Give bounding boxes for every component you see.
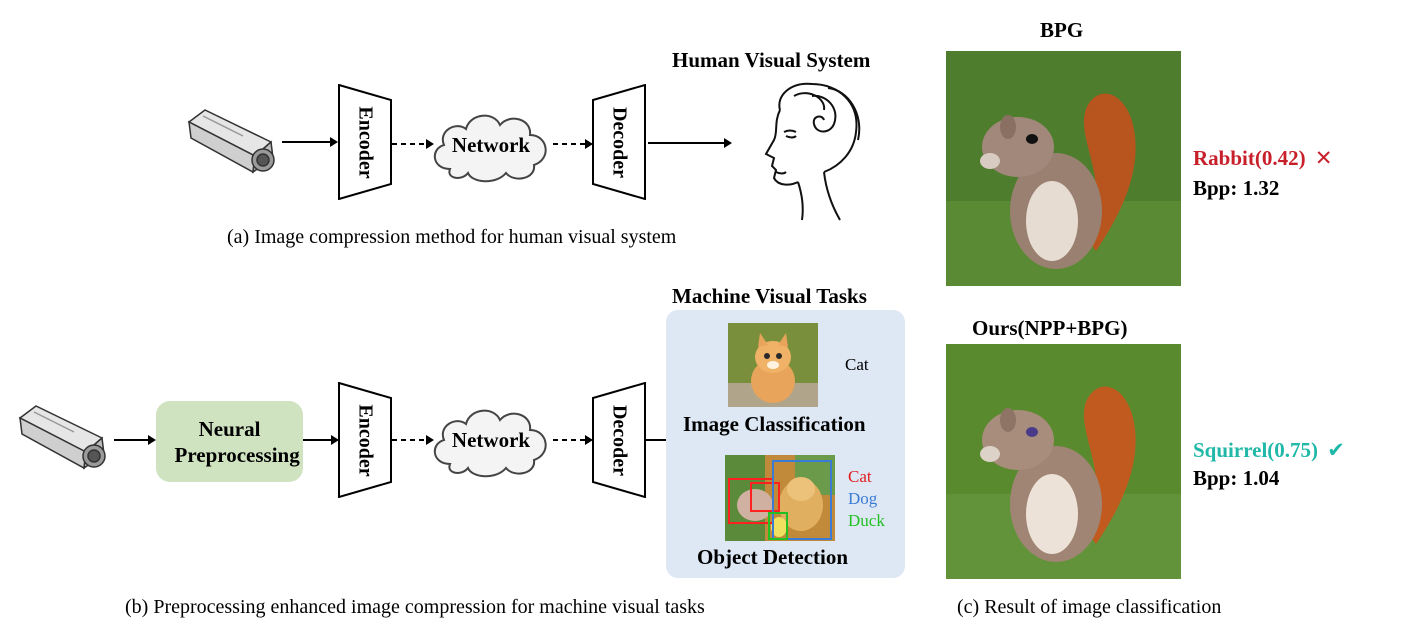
decoder-block: Decoder: [592, 382, 646, 498]
dashed-arrow: [553, 435, 593, 445]
neural-preprocessing-block: Neural Preprocessing: [156, 401, 303, 482]
network-label: Network: [451, 428, 531, 452]
arrow-connector: [303, 435, 339, 445]
encoder-label: Encoder: [354, 404, 377, 477]
image-classification-title: Image Classification: [683, 412, 866, 436]
ours-pred-text: Squirrel(0.75): [1193, 438, 1319, 462]
caption-b: (b) Preprocessing enhanced image compres…: [125, 596, 705, 618]
check-icon: ✔: [1327, 438, 1345, 462]
ours-prediction: Squirrel(0.75) ✔: [1193, 438, 1345, 463]
dashed-arrow: [392, 139, 434, 149]
caption-a: (a) Image compression method for human v…: [227, 226, 677, 248]
ours-bpp: Bpp: 1.04: [1193, 466, 1280, 490]
cat-image: [728, 323, 818, 407]
encoder-block: Encoder: [338, 382, 392, 498]
bpg-title: BPG: [1040, 18, 1084, 42]
bpg-prediction: Rabbit(0.42) ✕: [1193, 146, 1332, 171]
decoder-label: Decoder: [608, 404, 631, 477]
ours-title: Ours(NPP+BPG): [972, 316, 1128, 340]
detection-label-duck: Duck: [848, 511, 885, 530]
cloud-icon: [434, 409, 547, 478]
squirrel-image-ours: [946, 344, 1181, 579]
decoder-label: Decoder: [608, 106, 631, 179]
object-detection-title: Object Detection: [697, 545, 849, 569]
npp-label: Neural Preprocessing: [174, 416, 300, 467]
arrow-connector: [282, 137, 338, 147]
encoder-block: Encoder: [338, 84, 392, 200]
bpg-bpp: Bpp: 1.32: [1193, 176, 1280, 200]
arrow-connector: [114, 435, 156, 445]
encoder-label: Encoder: [354, 106, 377, 179]
bpg-pred-text: Rabbit(0.42): [1193, 146, 1306, 170]
hvs-title: Human Visual System: [672, 48, 871, 72]
arrow-connector: [648, 138, 732, 148]
squirrel-image-bpg: [946, 51, 1181, 286]
dashed-arrow: [553, 139, 593, 149]
network-cloud: Network: [426, 398, 556, 482]
surveillance-camera-icon: [18, 405, 106, 470]
surveillance-camera-icon: [187, 109, 275, 174]
detection-label-cat: Cat: [848, 467, 872, 486]
detection-label-dog: Dog: [848, 489, 878, 508]
human-face-sketch-icon: [764, 82, 861, 221]
dashed-arrow: [392, 435, 434, 445]
caption-c: (c) Result of image classification: [957, 596, 1222, 618]
cloud-icon: [434, 114, 547, 183]
classification-label: Cat: [845, 355, 869, 374]
machine-tasks-title: Machine Visual Tasks: [672, 284, 867, 308]
detection-image: [725, 455, 835, 541]
network-cloud: Network: [426, 103, 556, 187]
decoder-block: Decoder: [592, 84, 646, 200]
cross-icon: ✕: [1314, 146, 1333, 170]
network-label: Network: [451, 133, 531, 157]
